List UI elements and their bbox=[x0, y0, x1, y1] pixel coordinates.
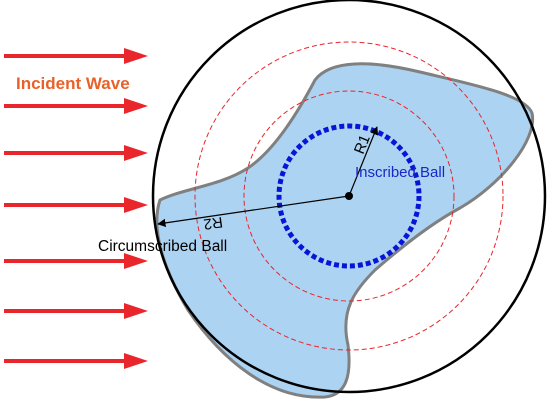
inscribed-ball-label: Inscribed Ball bbox=[355, 164, 445, 181]
incident-wave-arrows bbox=[4, 48, 148, 369]
incident-arrow-head bbox=[124, 197, 148, 213]
inscribed-ball-circle bbox=[276, 123, 422, 269]
r2-radius-line bbox=[157, 195, 350, 228]
incident-arrow-head bbox=[124, 48, 148, 64]
r1-label: R1 bbox=[351, 132, 374, 156]
incident-arrow-head bbox=[124, 145, 148, 161]
incident-arrow-head bbox=[124, 303, 148, 319]
scatterer-shape bbox=[155, 62, 535, 399]
incident-arrow-head bbox=[124, 353, 148, 369]
circumscribed-guide-circle bbox=[194, 41, 504, 351]
inner-guide-circle bbox=[243, 90, 455, 302]
incident-wave-label: Incident Wave bbox=[16, 74, 130, 93]
incident-arrow-head bbox=[124, 98, 148, 114]
circumscribed-ball-label: Circumscribed Ball bbox=[98, 238, 227, 255]
incident-arrow-head bbox=[124, 253, 148, 269]
outer-boundary-circle bbox=[151, 0, 547, 394]
r1-radius-line bbox=[348, 126, 379, 197]
r2-label: R2 bbox=[202, 213, 223, 233]
